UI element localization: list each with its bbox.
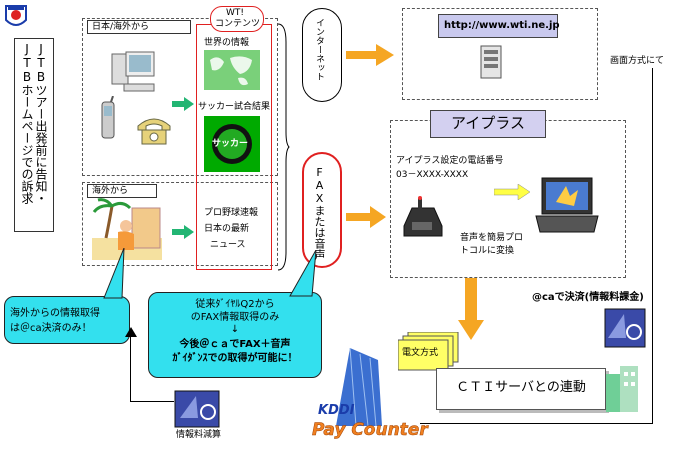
callout-center-line1: 従来ﾀﾞｲﾔﾙQ2から: [195, 299, 275, 310]
cti-box: [436, 368, 606, 410]
green-arrow-icon: [172, 96, 194, 111]
box-japan-overseas: [82, 18, 278, 176]
bottom-connector-line: [420, 423, 652, 424]
document-stack-icon: [397, 331, 460, 372]
left-label-box: [14, 38, 54, 232]
info-fee-label: 情報料減算: [176, 430, 222, 440]
contents-title-bubble: [210, 6, 264, 32]
aiplus-title: アイプラス: [451, 114, 525, 132]
website-url: http://www.wti.ne.jp: [444, 20, 560, 31]
cti-label: ＣＴＩサーバとの連動: [456, 380, 586, 395]
fax-machine-icon: [398, 196, 448, 242]
callout-center-line4: ｶﾞｲﾀﾞﾝｽでの取得が可能に！: [172, 353, 298, 364]
logo-bottom: Pay Counter: [312, 420, 428, 441]
callout-center: [148, 292, 322, 378]
computer-icon: [110, 50, 158, 94]
website-url-bar: [438, 14, 558, 38]
baseball-label: プロ野球速報: [204, 208, 259, 218]
box-japan-title: 日本/海外から: [87, 20, 191, 34]
callout-center-line3: 今後＠ｃａでFAX＋音声: [179, 339, 291, 350]
screen-method-label: 画面方式にて: [610, 56, 665, 66]
world-map-icon: [204, 50, 260, 90]
mobile-phone-icon: [98, 95, 118, 142]
ca-card-icon: [604, 308, 646, 348]
soccer-results-label: サッカー試合結果: [198, 102, 271, 112]
return-line-vertical: [130, 330, 131, 402]
soccer-ball-label: サッカー: [212, 139, 249, 149]
ca-settle-label: @caで決済(情報料課金): [532, 292, 644, 303]
tower-icon: [316, 346, 396, 427]
callout-left-line2: は＠ca決済のみ！: [10, 323, 92, 334]
callout-center-arrow: ↓: [230, 324, 240, 335]
news-label: ニュース: [210, 240, 246, 250]
return-arrow-head-icon: [125, 322, 137, 337]
aiplus-phone-label: アイプラス設定の電話番号: [396, 156, 504, 166]
internet-bubble: [302, 8, 342, 102]
info-fee-card-icon: [174, 390, 220, 428]
box-overseas-title: 海外から: [87, 184, 157, 198]
fax-bubble: [302, 152, 342, 268]
desk-phone-icon: [134, 112, 174, 146]
green-arrow-overseas-icon: [172, 224, 194, 239]
callout-left: [4, 296, 130, 344]
callout-center-tail: [286, 249, 326, 298]
yellow-arrow-icon: [493, 183, 531, 201]
aiplus-phone-number: 03－XXXX-XXXX: [396, 170, 469, 180]
contents-title-line1: WT!: [226, 8, 245, 18]
right-connector-line: [652, 68, 653, 424]
brace-icon: [276, 22, 290, 272]
callout-left-line1: 海外からの情報取得: [10, 308, 100, 319]
japan-latest-label: 日本の最新: [204, 224, 250, 234]
building-icon: [604, 364, 640, 414]
internet-bubble-text: インターネット: [314, 18, 324, 81]
voice-conversion-label: 音声を簡易プロトコルに変換: [460, 233, 524, 256]
arrow-to-web-icon: [346, 44, 394, 66]
box-overseas: [82, 182, 278, 266]
server-icon: [478, 44, 504, 80]
return-line-horizontal: [130, 401, 174, 402]
logo-top: KDDI: [318, 403, 355, 418]
denbun-label: 電文方式: [402, 348, 439, 358]
soccer-ball-icon: [204, 116, 260, 172]
left-label-text: JTBツアー出発前に告知・JTBホームページでの訴求: [20, 42, 48, 204]
callout-left-tail: [100, 247, 130, 300]
callout-center-line2: のFAX情報取得のみ: [190, 312, 280, 323]
fax-bubble-text: FAXまたは音声: [313, 166, 326, 260]
aiplus-title-box: [430, 110, 546, 138]
world-info-label: 世界の情報: [204, 38, 250, 48]
contents-title-line2: コンテンツ: [215, 19, 261, 29]
laptop-icon: [534, 176, 600, 236]
corner-logo-icon: [4, 4, 28, 30]
beach-person-icon: [92, 198, 162, 260]
orange-down-arrow-icon: [458, 278, 484, 340]
arrow-to-aiplus-icon: [346, 206, 386, 228]
website-box: [402, 8, 598, 100]
